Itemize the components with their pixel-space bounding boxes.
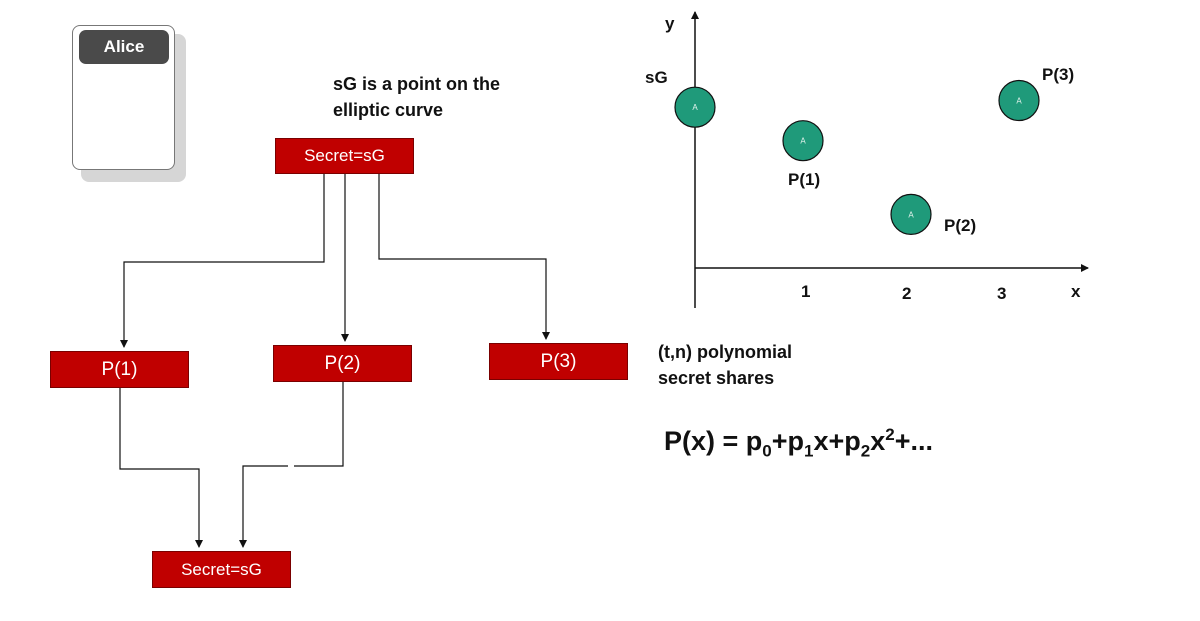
point-label-sg: sG xyxy=(645,68,668,87)
x-tick-1: 1 xyxy=(801,282,811,301)
point-marker-letter: A xyxy=(908,210,914,219)
point-label-p2: P(2) xyxy=(944,216,977,235)
formula-sub-1: 1 xyxy=(804,441,814,461)
formula-term-2: x+p xyxy=(813,426,861,456)
connector-secret-to-p3 xyxy=(378,174,550,340)
formula-term-4: +... xyxy=(894,426,934,456)
point-marker xyxy=(782,120,824,162)
point-marker-letter: A xyxy=(800,137,806,146)
share-box-p1: P(1) xyxy=(50,351,189,388)
x-axis-label: x xyxy=(1071,282,1081,301)
point-p3: A xyxy=(998,79,1040,122)
point-label-p3: P(3) xyxy=(1042,65,1075,84)
point-marker xyxy=(998,79,1040,122)
formula-term-1: +p xyxy=(771,426,805,456)
poly-note-line-2: secret shares xyxy=(658,368,775,388)
point-sg: A xyxy=(674,86,716,128)
share-box-p3: P(3) xyxy=(489,343,628,380)
share-box-p2: P(2) xyxy=(273,345,412,382)
x-tick-2: 2 xyxy=(902,284,912,303)
point-marker-letter: A xyxy=(1016,97,1022,106)
point-p1: A xyxy=(782,120,824,162)
secret-box-bottom: Secret=sG xyxy=(152,551,291,588)
x-tick-3: 3 xyxy=(997,284,1007,303)
connector-p2-to-secret-lower xyxy=(239,465,288,548)
point-p2: A xyxy=(890,193,932,235)
point-marker xyxy=(674,86,716,128)
connector-secret-to-p1 xyxy=(120,174,325,348)
polynomial-formula: P(x) = p0+p1x+p2x2+... xyxy=(664,425,933,461)
poly-note-line-1: (t,n) polynomial xyxy=(658,342,792,362)
formula-sub-0: 0 xyxy=(762,441,772,461)
formula-sub-2: 2 xyxy=(860,441,871,461)
note-line-2: elliptic curve xyxy=(333,100,444,120)
formula-lhs: P(x) = p xyxy=(664,426,763,456)
polynomial-note: (t,n) polynomial secret shares xyxy=(658,339,878,391)
point-label-p1: P(1) xyxy=(788,170,821,189)
note-line-1: sG is a point on the xyxy=(333,74,501,94)
point-marker xyxy=(890,193,932,235)
connector-p2-to-secret xyxy=(294,382,344,467)
curve-point-note: sG is a point on the elliptic curve xyxy=(333,71,563,123)
alice-name-badge: Alice xyxy=(79,30,169,64)
point-marker-letter: A xyxy=(692,103,698,112)
formula-exp-2: 2 xyxy=(885,425,895,444)
secret-box-top: Secret=sG xyxy=(275,138,414,174)
connector-p1-to-secret xyxy=(119,388,203,548)
y-axis-label: y xyxy=(665,14,675,33)
formula-term-3: x xyxy=(870,426,886,456)
